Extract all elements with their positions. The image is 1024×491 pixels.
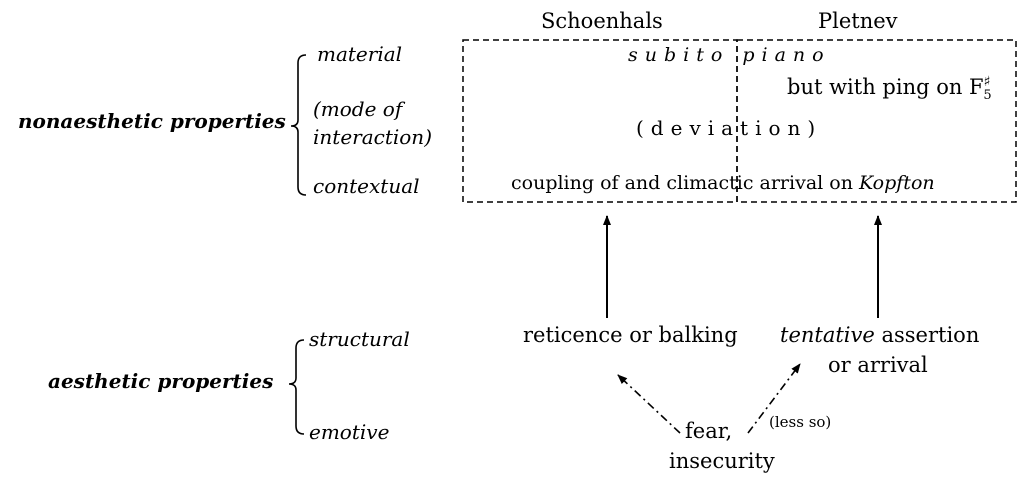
subito-piano-text: subito piano — [628, 44, 831, 66]
tentative-word: tentative — [780, 323, 875, 347]
deviation-text: (deviation) — [636, 116, 823, 140]
octave-subscript: 5 — [983, 88, 992, 104]
sharp-sign: ♯ — [983, 74, 991, 90]
schoenhals-header: Schoenhals — [541, 9, 663, 33]
pletnev-dashed-box — [736, 39, 1017, 203]
mode-of-label: (mode of — [313, 97, 403, 121]
tentative-assertion-line1: tentative assertion — [780, 323, 980, 347]
aesthetic-group-label: aesthetic properties — [48, 369, 274, 393]
tentative-assertion-line2: or arrival — [828, 353, 928, 377]
contextual-content: coupling of and climactic arrival on Kop… — [511, 173, 935, 194]
material-label: material — [317, 42, 403, 66]
assertion-word: assertion — [874, 323, 980, 347]
contextual-label: contextual — [313, 174, 420, 198]
structural-label: structural — [309, 327, 410, 351]
kopfton-term: Kopfton — [858, 172, 935, 194]
reticence-text: reticence or balking — [523, 323, 738, 347]
fear-text: fear, — [685, 419, 733, 443]
interaction-label: interaction) — [313, 125, 432, 149]
ping-prefix: but with ping on F — [787, 75, 984, 99]
emotive-label: emotive — [309, 420, 390, 444]
aesthetic-bracket — [288, 339, 305, 435]
ping-text: but with ping on F♯5 — [787, 74, 992, 104]
less-so-annotation: (less so) — [769, 413, 832, 431]
contextual-content-text: coupling of and climactic arrival on — [511, 172, 859, 194]
nonaesthetic-bracket — [290, 54, 307, 196]
right-dashdot-arrow — [747, 363, 801, 434]
pletnev-header: Pletnev — [818, 9, 898, 33]
nonaesthetic-group-label: nonaesthetic properties — [18, 109, 286, 133]
left-dashdot-arrow — [617, 374, 681, 434]
insecurity-text: insecurity — [669, 449, 775, 473]
